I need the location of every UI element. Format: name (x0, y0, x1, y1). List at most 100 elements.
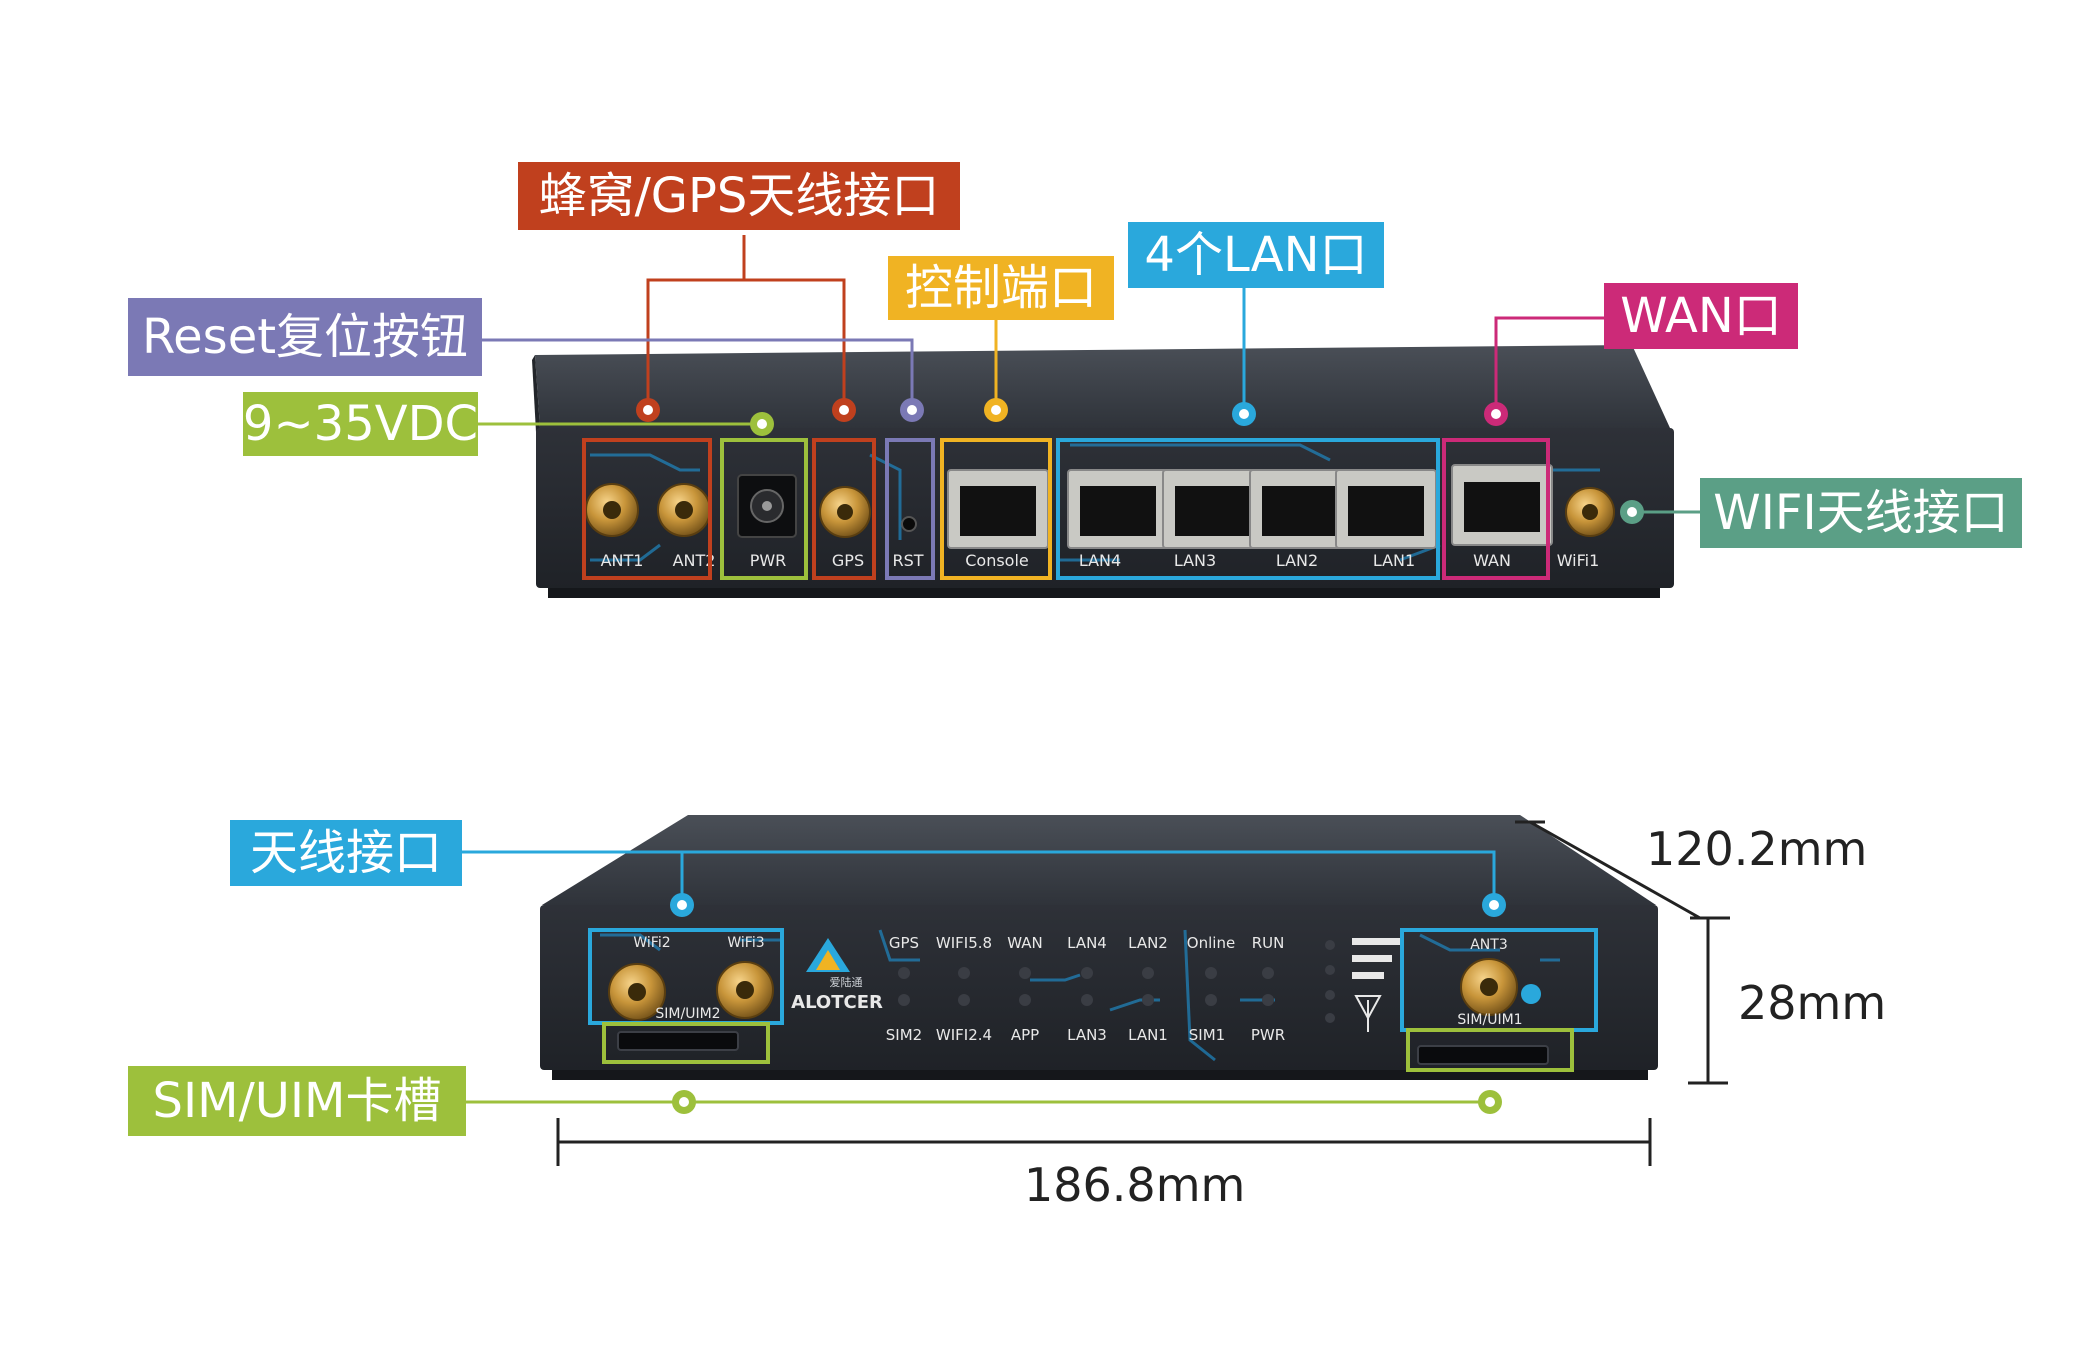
rear-device-top-cover (535, 345, 1670, 428)
depth-dimension-line (1529, 820, 1701, 920)
led-label-lan1: LAN1 (1128, 1026, 1168, 1044)
brand-name: ALOTCER (791, 992, 883, 1013)
leader-lines (462, 235, 1700, 1104)
led-sim2 (898, 994, 910, 1006)
led-label-run: RUN (1252, 934, 1285, 952)
port-label-lan2: LAN2 (1276, 551, 1318, 570)
callout-wan: WAN口 (1604, 283, 1798, 349)
led-pwr (1262, 994, 1274, 1006)
marker-sim-right (1478, 1090, 1502, 1114)
rear-circuit-trace (590, 443, 1600, 562)
led-wifi24 (958, 994, 970, 1006)
led-label-app: APP (1011, 1026, 1039, 1044)
sim-label-2: SIM/UIM2 (655, 1006, 720, 1022)
marker-sim-left (672, 1090, 696, 1114)
highlight-reset (885, 438, 935, 580)
sim-slot-2 (617, 1031, 739, 1051)
leader-cellular (646, 235, 746, 410)
callout-sim: SIM/UIM卡槽 (128, 1066, 466, 1136)
marker-console (984, 398, 1008, 422)
callout-console: 控制端口 (888, 256, 1114, 320)
port-label-lan1: LAN1 (1373, 551, 1415, 570)
callout-reset: Reset复位按钮 (128, 298, 482, 376)
led-sim1 (1205, 994, 1217, 1006)
led-label-lan2: LAN2 (1128, 934, 1168, 952)
led-wifi58 (958, 967, 970, 979)
rear-panel-bottom (548, 588, 1660, 598)
port-label-wifi1: WiFi1 (1557, 551, 1600, 570)
leader-antenna (462, 850, 1496, 905)
led-lan2 (1142, 967, 1154, 979)
dimension-height: 28mm (1738, 976, 1887, 1030)
front-device: WiFi2 WiFi3 ANT3 SIM/UIM2 SIM/UIM1 爱陆通 A… (540, 815, 1658, 1080)
marker-antenna-right (1482, 893, 1506, 917)
highlight-sim-left (602, 1022, 770, 1064)
led-label-sim2: SIM2 (886, 1026, 922, 1044)
marker-power (750, 412, 774, 436)
marker-gps (832, 398, 856, 422)
callout-lan: 4个LAN口 (1128, 222, 1384, 288)
led-lan3 (1081, 994, 1093, 1006)
highlight-console (940, 438, 1052, 580)
dimension-lines (556, 820, 1730, 1166)
port-label-lan4: LAN4 (1079, 551, 1121, 570)
dimension-depth: 120.2mm (1646, 822, 1868, 876)
led-online (1205, 967, 1217, 979)
sim-label-1: SIM/UIM1 (1457, 1012, 1522, 1028)
ant3-indicator (1521, 984, 1541, 1004)
highlight-wan (1442, 438, 1550, 580)
leader-markers (636, 398, 1644, 1114)
antenna-label-wifi3: WiFi3 (727, 935, 764, 951)
led-label-online: Online (1187, 934, 1235, 952)
leader-gps (744, 278, 846, 410)
front-panel (540, 905, 1658, 1070)
port-label-wan: WAN (1473, 551, 1511, 570)
led-label-wifi58: WIFI5.8 (936, 934, 992, 952)
highlight-cellular-ant (582, 438, 712, 580)
led-lan1 (1142, 994, 1154, 1006)
led-app (1019, 994, 1031, 1006)
led-gps (898, 967, 910, 979)
led-lan4 (1081, 967, 1093, 979)
marker-wan (1484, 402, 1508, 426)
port-label-ant2: ANT2 (673, 551, 716, 570)
leader-wan (1494, 316, 1604, 414)
front-circuit-trace (600, 929, 1560, 1062)
highlight-sim-right (1406, 1028, 1574, 1072)
callout-power: 9~35VDC (243, 392, 478, 456)
led-label-pwr: PWR (1251, 1026, 1285, 1044)
led-label-lan4: LAN4 (1067, 934, 1107, 952)
port-label-console: Console (965, 551, 1029, 570)
highlight-lan (1056, 438, 1440, 580)
brand-logo: 爱陆通 ALOTCER (791, 938, 883, 1013)
marker-antenna-left (670, 893, 694, 917)
callout-wifi: WIFI天线接口 (1700, 478, 2022, 548)
marker-reset (900, 398, 924, 422)
led-label-gps: GPS (889, 934, 919, 952)
port-label-gps: GPS (832, 551, 864, 570)
port-label-rst: RST (892, 551, 923, 570)
brand-name-cn: 爱陆通 (830, 975, 863, 989)
dimension-width: 186.8mm (1024, 1158, 1246, 1212)
led-label-lan3: LAN3 (1067, 1026, 1107, 1044)
led-label-wifi24: WIFI2.4 (936, 1026, 992, 1044)
antenna-label-wifi2: WiFi2 (633, 935, 670, 951)
marker-lan (1232, 402, 1256, 426)
sim-slot-1 (1417, 1045, 1549, 1065)
port-label-lan3: LAN3 (1174, 551, 1216, 570)
port-label-pwr: PWR (750, 551, 787, 570)
highlight-gps (812, 438, 876, 580)
marker-cellular (636, 398, 660, 422)
callout-antenna: 天线接口 (230, 820, 462, 886)
led-wan (1019, 967, 1031, 979)
callout-cellular-gps: 蜂窝/GPS天线接口 (518, 162, 960, 230)
led-label-wan: WAN (1007, 934, 1043, 952)
front-panel-bottom (552, 1070, 1648, 1080)
leader-reset (482, 338, 914, 410)
highlight-power (720, 438, 808, 580)
marker-wifi (1620, 500, 1644, 524)
port-label-ant1: ANT1 (601, 551, 644, 570)
signal-strength-icon (1325, 938, 1400, 1032)
